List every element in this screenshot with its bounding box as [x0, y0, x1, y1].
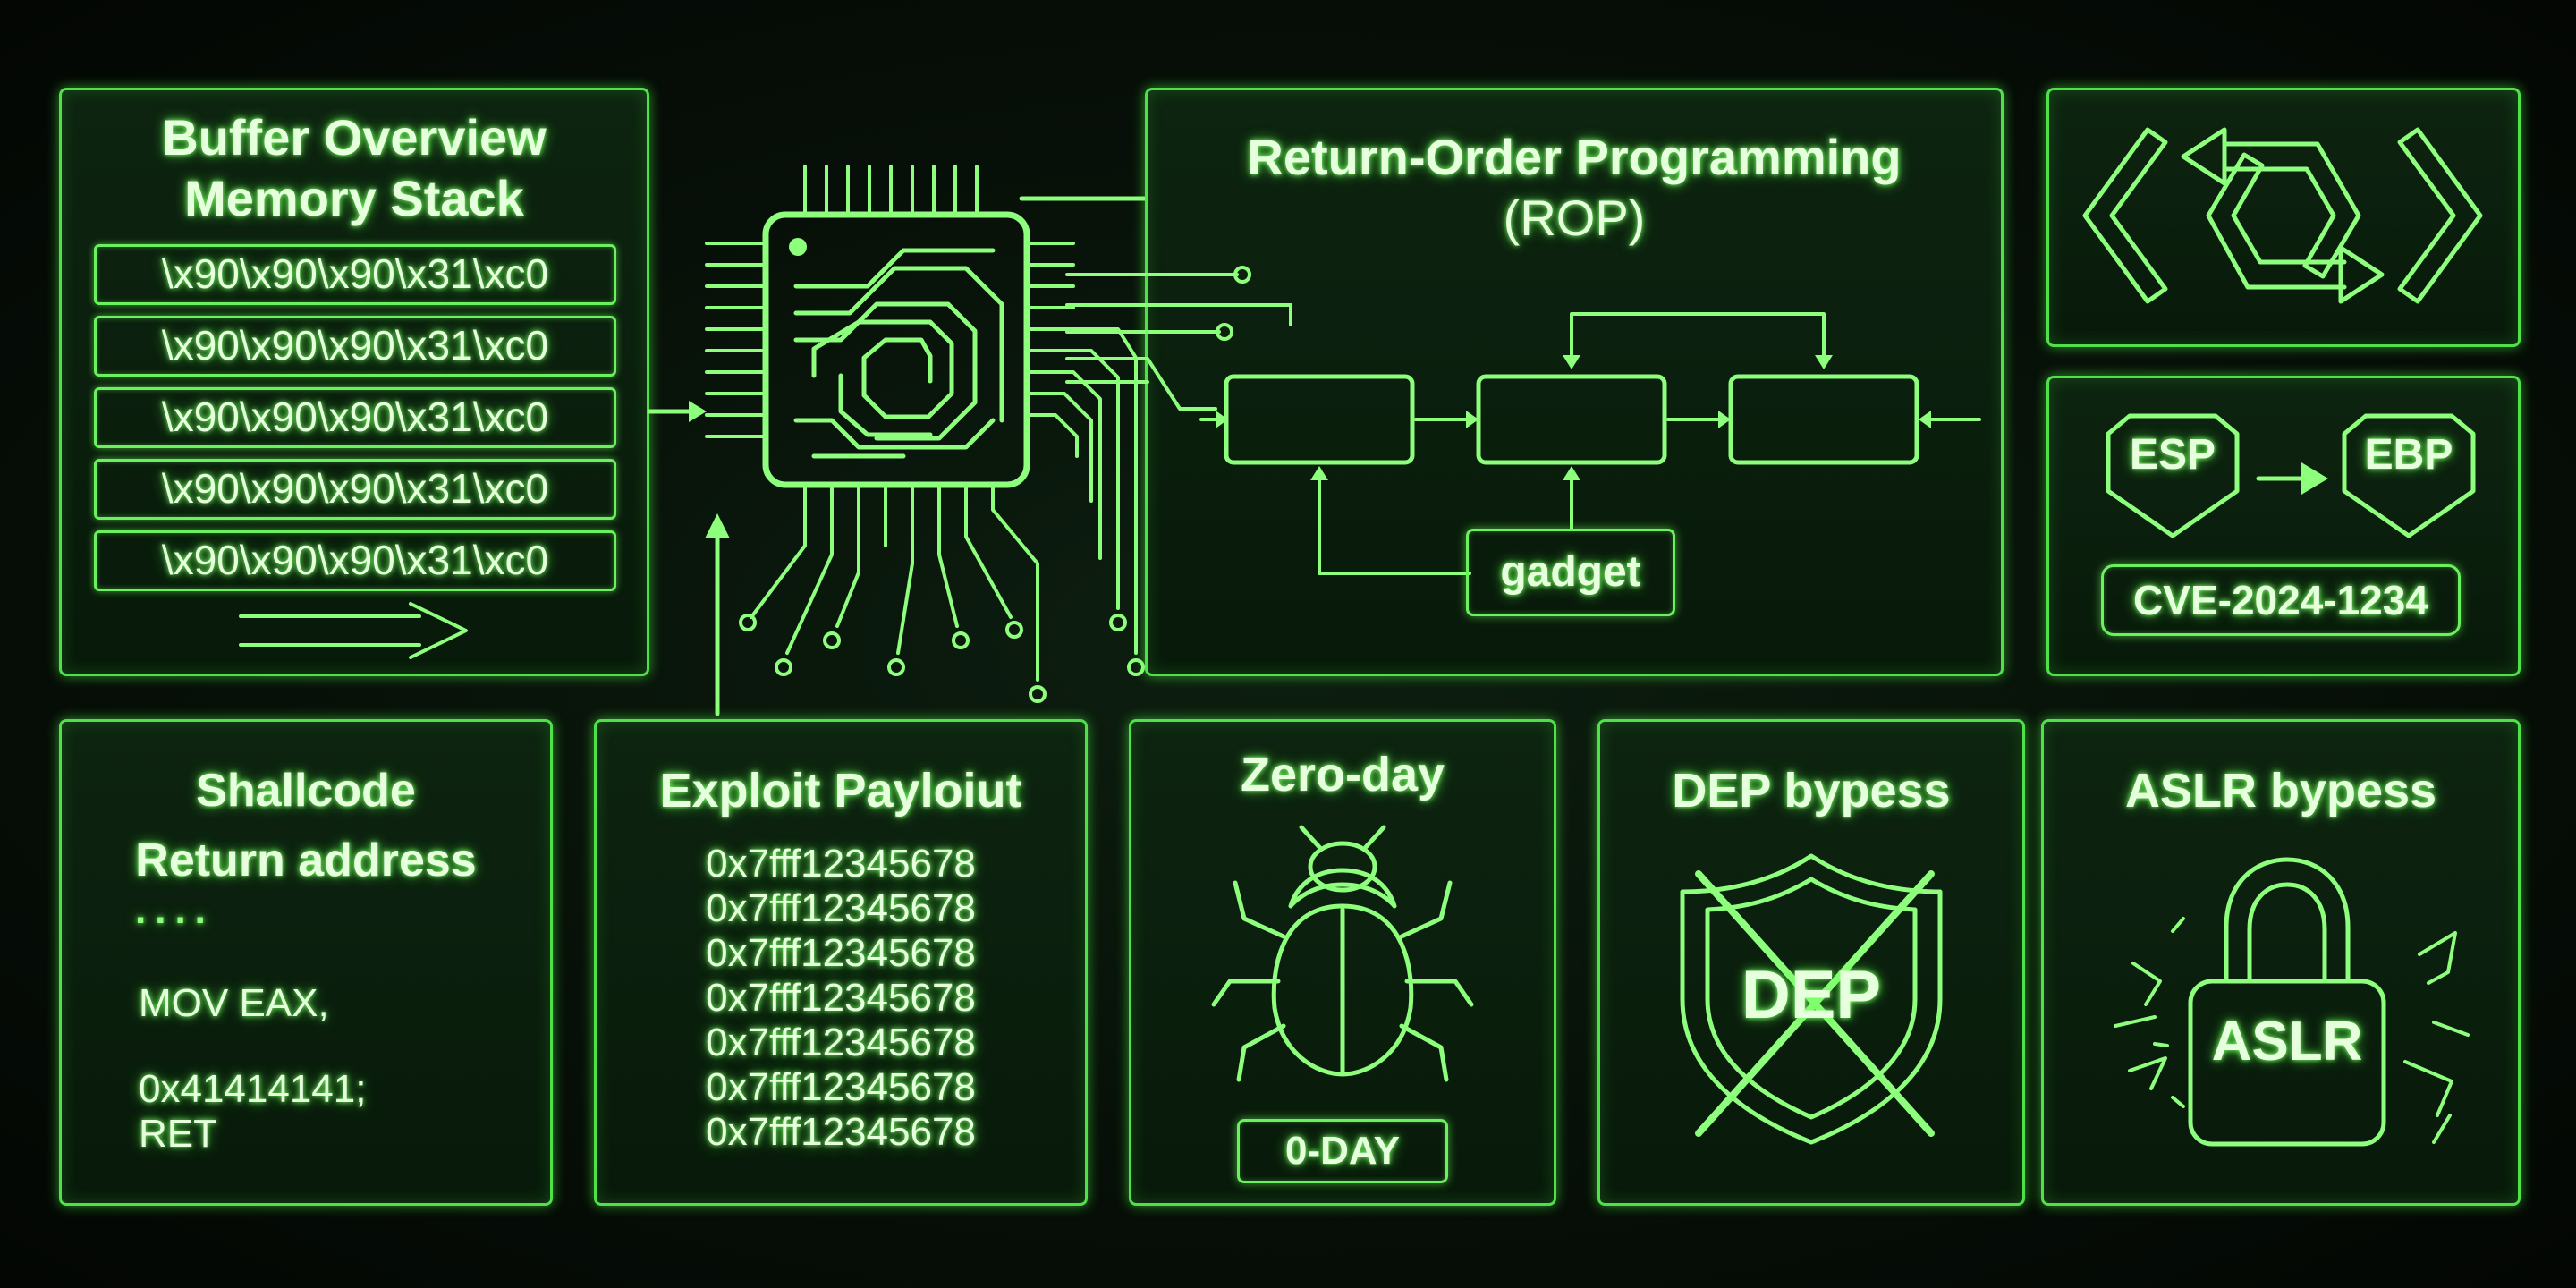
aslr-lock-text: ASLR: [2211, 1011, 2363, 1072]
zero-day-badge: 0-DAY: [1237, 1119, 1448, 1183]
rop-chain-box: [1476, 374, 1667, 465]
payload-address: 0x7fff12345678: [706, 931, 976, 975]
zero-day-title: Zero-day: [1240, 748, 1445, 801]
zero-day-panel: Zero-day 0-DAY: [1129, 719, 1556, 1206]
right-arrow-icon: [239, 602, 468, 659]
cycle-arrows-icon: [2082, 127, 2483, 304]
aslr-panel: ASLR bypess ASLR: [2041, 719, 2521, 1206]
broken-lock-icon: [2114, 857, 2470, 1147]
ebp-label: EBP: [2364, 431, 2453, 479]
exploit-payload-panel: Exploit Payloiut 0x7fff12345678 0x7fff12…: [594, 719, 1088, 1206]
right-arrow-icon: [2256, 462, 2328, 495]
buffer-row: \x90\x90\x90\x31\xc0: [94, 459, 616, 520]
ebp-shield-icon: [2342, 413, 2476, 538]
buffer-row: \x90\x90\x90\x31\xc0: [94, 387, 616, 448]
esp-shield-icon: [2106, 413, 2240, 538]
aslr-title: ASLR bypess: [2124, 764, 2437, 818]
dep-shield-text: DEP: [1741, 957, 1882, 1033]
shellcode-line2: 0x41414141;: [139, 1067, 367, 1111]
shellcode-line3: RET: [139, 1112, 217, 1156]
payload-address: 0x7fff12345678: [706, 1065, 976, 1109]
shellcode-title-line1: Shallcode: [196, 765, 416, 817]
buffer-overview-panel: Buffer Overview Memory Stack \x90\x90\x9…: [59, 88, 649, 676]
dep-title: DEP bypess: [1672, 764, 1951, 818]
payload-address: 0x7fff12345678: [706, 976, 976, 1020]
payload-address: 0x7fff12345678: [706, 1110, 976, 1154]
shellcode-panel: Shallcode Return address .... MOV EAX, 0…: [59, 719, 553, 1206]
cycle-panel: [2046, 88, 2521, 347]
rop-panel: Return-Order Programming (ROP): [1065, 88, 2004, 676]
cve-badge: CVE-2024-1234: [2101, 564, 2461, 636]
payload-title: Exploit Payloiut: [659, 764, 1022, 818]
payload-address: 0x7fff12345678: [706, 1021, 976, 1064]
buffer-title-line1: Buffer Overview: [162, 109, 547, 165]
buffer-row: \x90\x90\x90\x31\xc0: [94, 244, 616, 305]
payload-address: 0x7fff12345678: [706, 842, 976, 886]
dep-panel: DEP bypess DEP: [1597, 719, 2025, 1206]
shellcode-title-line2: Return address: [135, 835, 477, 886]
buffer-to-chip-arrow: [647, 401, 707, 422]
esp-label: ESP: [2129, 431, 2216, 479]
buffer-row: \x90\x90\x90\x31\xc0: [94, 316, 616, 377]
shellcode-line1: MOV EAX,: [139, 981, 329, 1025]
payload-to-chip-arrow: [705, 513, 730, 716]
bug-icon: [1211, 825, 1474, 1082]
buffer-title-line2: Memory Stack: [184, 170, 524, 226]
rop-title-line1: Return-Order Programming: [1247, 129, 1902, 185]
payload-address: 0x7fff12345678: [706, 886, 976, 930]
shellcode-dots: ....: [135, 888, 215, 932]
dep-shield-icon: [1680, 853, 1943, 1145]
rop-chain-box: [1224, 374, 1415, 465]
rop-title-line2: (ROP): [1503, 190, 1646, 246]
rop-chain-diagram: [1065, 266, 1981, 575]
rop-chain-box: [1728, 374, 1919, 465]
buffer-row: \x90\x90\x90\x31\xc0: [94, 530, 616, 591]
registers-panel: ESP EBP CVE-2024-1234: [2046, 376, 2521, 676]
cpu-chip-icon: [705, 165, 1145, 703]
gadget-box: gadget: [1466, 529, 1675, 616]
